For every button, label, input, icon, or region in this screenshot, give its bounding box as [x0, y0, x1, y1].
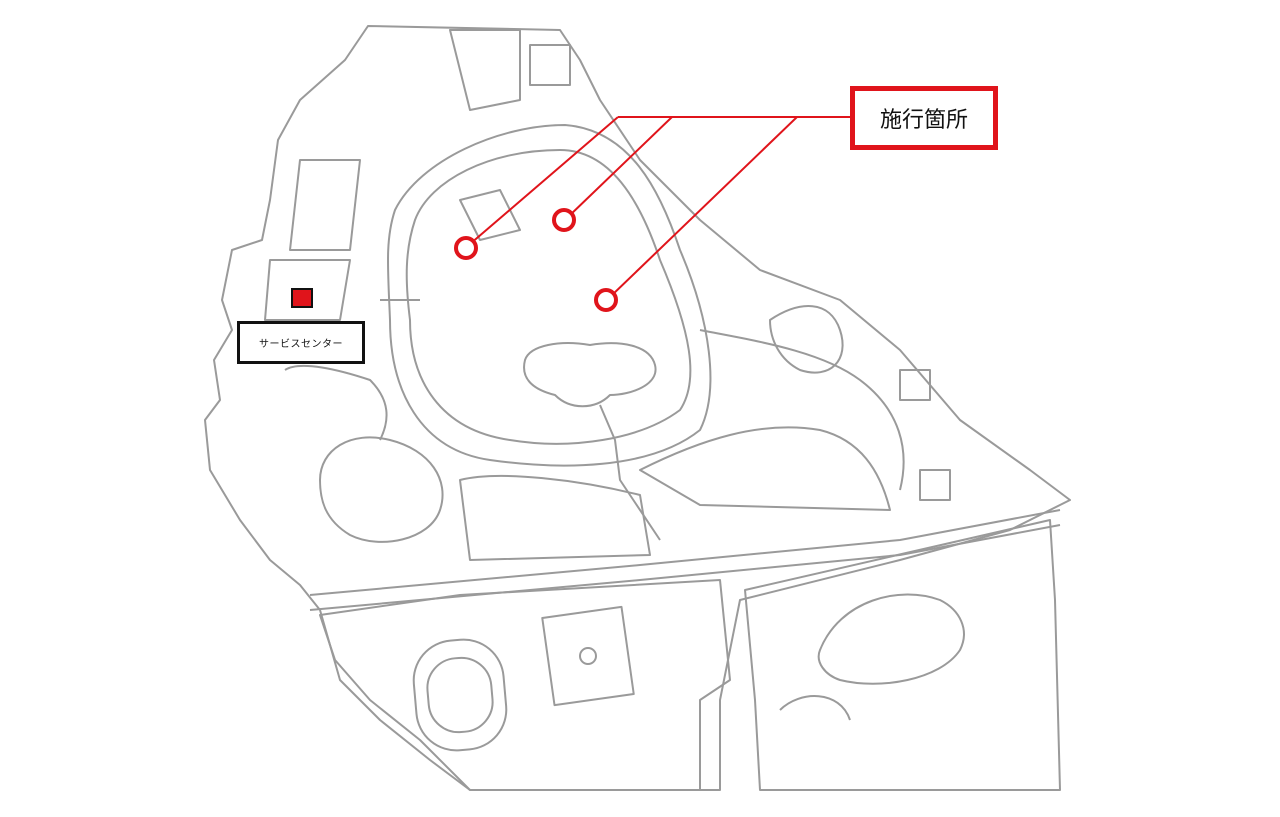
stadium-area [744, 519, 1061, 791]
service-center-label: サービスセンター [237, 321, 365, 364]
map-linework [204, 25, 1071, 791]
lawn-ring [386, 124, 712, 467]
park-boundary [204, 25, 1071, 791]
red-square-icon [291, 288, 313, 308]
leader-lines [469, 116, 850, 298]
running-track [412, 638, 508, 752]
pond [523, 342, 657, 408]
south-lawn [459, 474, 651, 561]
construction-site-markers [454, 208, 618, 312]
west-field [319, 436, 444, 543]
main-road [309, 509, 1061, 596]
construction-site-marker-2 [552, 208, 576, 232]
main-lawn [405, 149, 692, 445]
leader-line-3 [609, 116, 798, 298]
east-lawn [639, 426, 891, 511]
soccer-field [541, 605, 635, 707]
construction-site-marker-3 [594, 288, 618, 312]
sports-area-boundary [319, 579, 731, 791]
leader-line-1 [469, 116, 619, 245]
leader-line-2 [567, 116, 673, 218]
construction-sites-label: 施行箇所 [850, 86, 998, 150]
construction-site-marker-1 [454, 236, 478, 260]
stadium [817, 593, 965, 685]
